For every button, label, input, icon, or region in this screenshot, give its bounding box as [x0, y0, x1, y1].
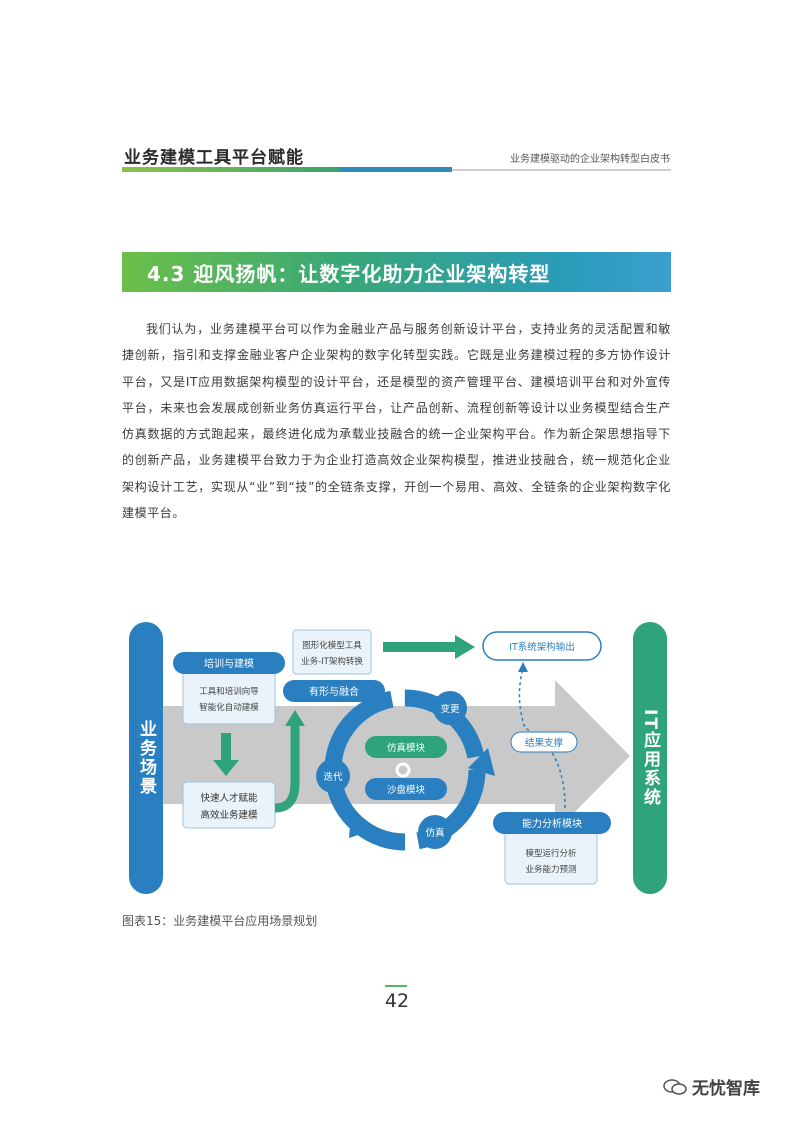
training-sub2: 智能化自动建模: [199, 702, 259, 713]
change-label: 变更: [440, 703, 460, 715]
platform-scenario-diagram: 业务场景 IT应用系统 培训与建模 工具和培训向导 智能化自动建模 快速人才赋能…: [129, 622, 667, 894]
change-node: [433, 691, 467, 725]
talent-line2: 高效业务建模: [200, 809, 258, 821]
training-tab: [173, 652, 285, 674]
iterate-node: [316, 759, 350, 793]
fusion-tab: [283, 680, 385, 702]
it-output-box: [482, 631, 602, 661]
running-header-subtitle: 业务建模驱动的企业架构转型白皮书: [510, 154, 670, 165]
capability-sub1: 模型运行分析: [525, 848, 577, 859]
gear-icon: [395, 762, 411, 778]
training-sub1: 工具和培训向导: [199, 686, 259, 697]
page-number-rule: [385, 985, 407, 987]
watermark-text: 无忧智库: [692, 1079, 760, 1099]
result-label: 结果支撑: [525, 737, 564, 749]
page-number: 42: [384, 990, 410, 1012]
running-header-title: 业务建模工具平台赋能: [124, 148, 304, 168]
graphic-tool-box: [292, 629, 372, 675]
result-pill: [510, 731, 578, 753]
wechat-icon: [663, 1079, 687, 1095]
talent-box: [182, 781, 276, 829]
sim-module-label: 仿真模块: [387, 742, 426, 754]
training-label: 培训与建模: [204, 657, 254, 670]
capability-label: 能力分析模块: [522, 817, 582, 830]
section-banner: 4.3 迎风扬帆：让数字化助力企业架构转型: [122, 252, 671, 292]
graphic-line1: 图形化模型工具: [302, 640, 362, 651]
right-pillar: [633, 622, 667, 894]
it-output-label: IT系统架构输出: [509, 641, 575, 653]
sand-module: [365, 778, 447, 800]
figure-caption: 图表15：业务建模平台应用场景规划: [122, 914, 318, 928]
right-pillar-label: IT应用系统: [640, 709, 661, 807]
header-rule: [122, 167, 671, 172]
capability-tab: [493, 812, 611, 834]
simulate-node: [418, 815, 452, 849]
graphic-line2: 业务-IT架构转换: [301, 656, 363, 667]
sand-module-label: 沙盘模块: [387, 784, 426, 796]
body-paragraph: 我们认为，业务建模平台可以作为金融业产品与服务创新设计平台，支持业务的灵活配置和…: [122, 322, 671, 521]
left-pillar-label: 业务场景: [136, 720, 157, 796]
iterate-label: 迭代: [323, 771, 343, 783]
capability-sub2: 业务能力预测: [525, 864, 576, 875]
sim-module: [365, 736, 447, 758]
fusion-label: 有形与融合: [309, 685, 359, 698]
simulate-label: 仿真: [425, 827, 444, 839]
left-pillar: [129, 622, 163, 894]
section-title: 4.3 迎风扬帆：让数字化助力企业架构转型: [147, 262, 551, 286]
talent-line1: 快速人才赋能: [200, 792, 258, 804]
